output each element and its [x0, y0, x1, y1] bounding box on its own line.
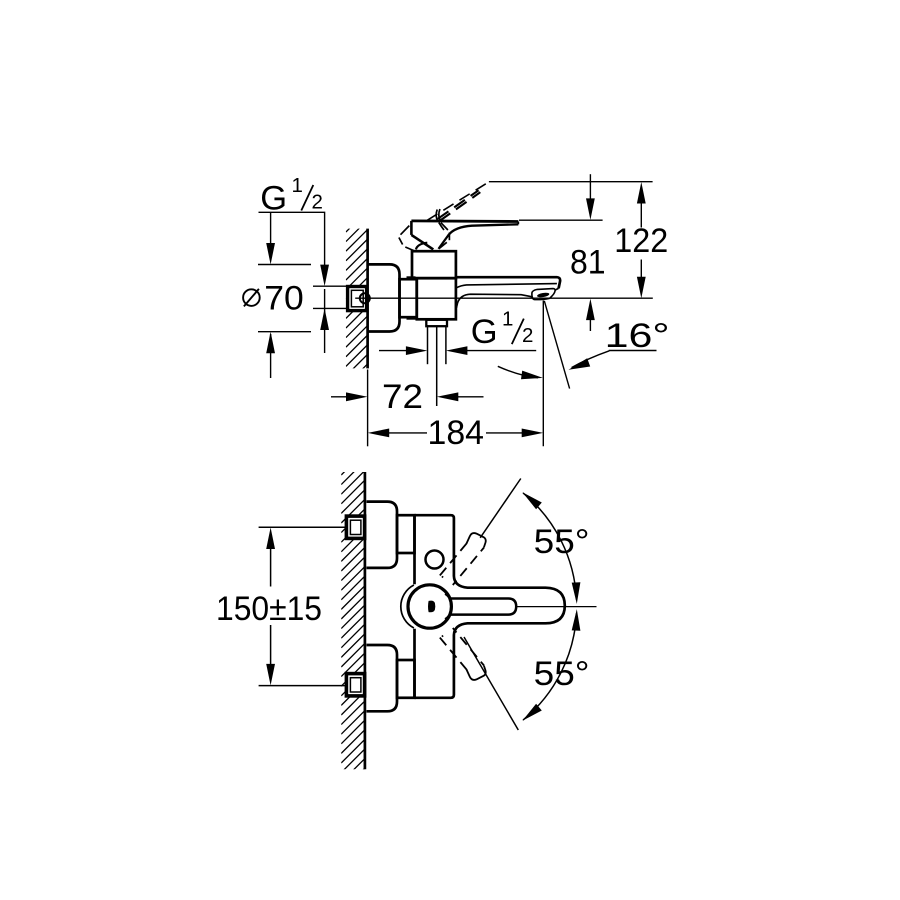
svg-text:G: G	[471, 313, 498, 351]
svg-text:2: 2	[312, 190, 323, 213]
svg-text:1: 1	[502, 308, 513, 331]
svg-text:81: 81	[570, 244, 606, 282]
svg-text:16°: 16°	[605, 317, 670, 355]
svg-text:150±15: 150±15	[216, 590, 322, 628]
svg-text:70: 70	[264, 279, 304, 317]
svg-text:1: 1	[292, 174, 303, 197]
svg-text:55°: 55°	[534, 523, 590, 561]
svg-text:184: 184	[428, 414, 485, 452]
svg-text:72: 72	[382, 378, 423, 416]
svg-text:2: 2	[522, 324, 533, 347]
svg-text:55°: 55°	[534, 655, 590, 693]
svg-text:G: G	[260, 179, 287, 217]
svg-text:122: 122	[614, 222, 668, 260]
